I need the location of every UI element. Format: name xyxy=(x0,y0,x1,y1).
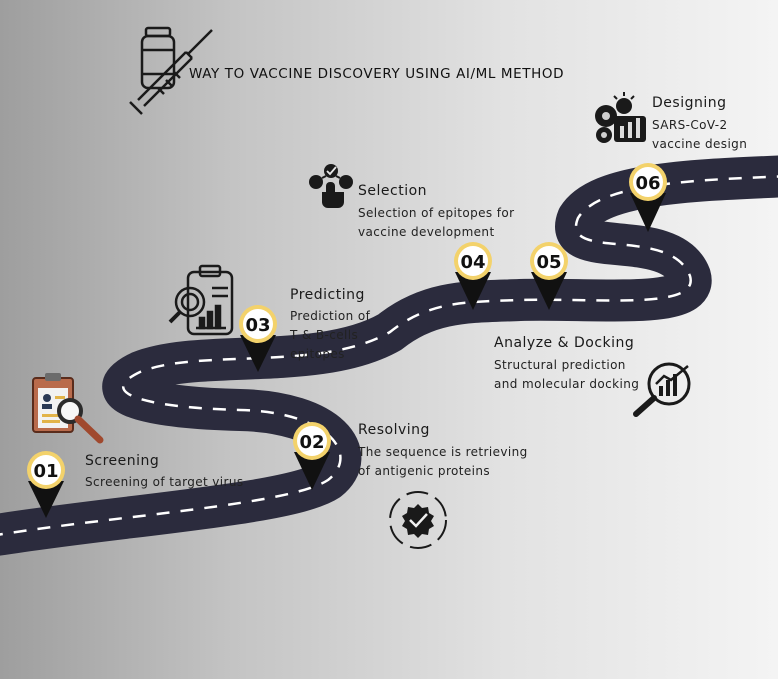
step-03-desc-2: T & B-cells xyxy=(290,328,359,342)
step-03-desc-1: Prediction of xyxy=(290,309,371,323)
step-06-desc-1: SARS-CoV-2 xyxy=(652,118,728,132)
step-01-desc-1: Screening of target virus xyxy=(85,475,244,489)
pin-04-label: 04 xyxy=(460,252,485,273)
step-04-desc-2: vaccine development xyxy=(358,225,495,239)
step-06-desc-2: vaccine design xyxy=(652,137,748,151)
step-04-title: Selection xyxy=(358,183,428,199)
gear-bulb-icon xyxy=(595,92,646,143)
step-06-title: Designing xyxy=(652,95,727,111)
pin-01: 01 xyxy=(27,451,65,518)
step-01-title: Screening xyxy=(85,453,160,469)
pin-03: 03 xyxy=(239,305,277,372)
pin-06: 06 xyxy=(629,163,667,232)
magnifier-chart-icon xyxy=(633,362,691,417)
pin-02-label: 02 xyxy=(299,432,324,453)
pin-01-label: 01 xyxy=(33,461,58,482)
pin-04: 04 xyxy=(454,242,492,310)
step-05-title: Analyze & Docking xyxy=(494,335,635,351)
step-05-desc-1: Structural prediction xyxy=(494,358,626,372)
step-02-desc-1: The sequence is retrieving xyxy=(358,445,528,459)
clipboard-magnifier-icon xyxy=(32,373,104,444)
step-05-desc-2: and molecular docking xyxy=(494,377,640,391)
pin-06-label: 06 xyxy=(635,173,660,194)
hand-select-icon xyxy=(309,164,353,208)
syringe-vial-icon xyxy=(129,26,213,115)
verified-badge-icon xyxy=(389,491,447,549)
step-03-title: Predicting xyxy=(290,287,365,303)
report-magnifier-icon xyxy=(168,264,234,336)
pin-02: 02 xyxy=(293,422,331,490)
step-02-desc-2: of antigenic proteins xyxy=(358,464,491,478)
step-04-desc-1: Selection of epitopes for xyxy=(358,206,515,220)
road xyxy=(0,155,778,556)
pin-05: 05 xyxy=(530,242,568,310)
pin-05-label: 05 xyxy=(536,252,561,273)
step-03-desc-3: epitopes xyxy=(290,347,345,361)
pin-03-label: 03 xyxy=(245,315,270,336)
page-title: WAY TO VACCINE DISCOVERY USING AI/ML MET… xyxy=(189,66,565,82)
step-02-title: Resolving xyxy=(358,422,430,438)
